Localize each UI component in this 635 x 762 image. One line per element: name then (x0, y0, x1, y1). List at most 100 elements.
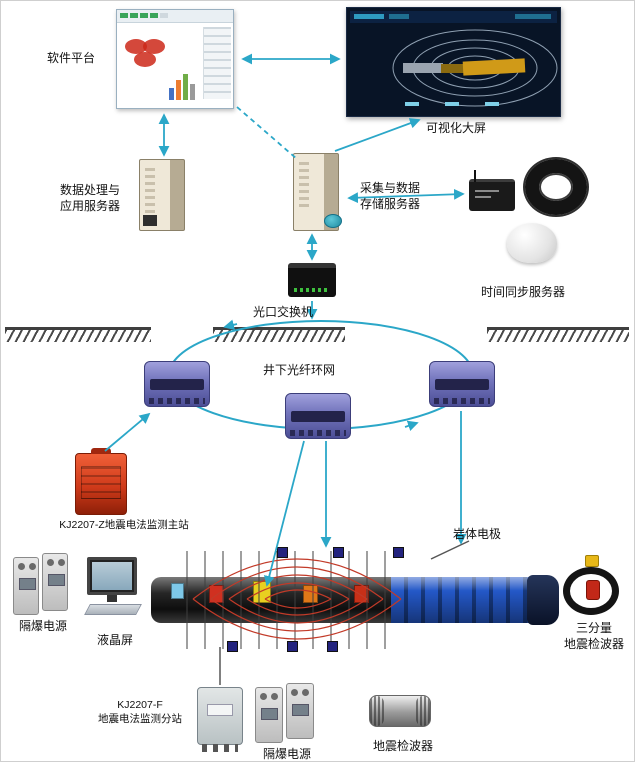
software-body (117, 23, 233, 108)
electrode-red-1 (209, 585, 224, 603)
power-box (13, 557, 39, 615)
storage-server-icon (293, 153, 342, 231)
antenna-icon (474, 170, 476, 182)
device-text-line (475, 196, 491, 198)
venn-circle (134, 52, 156, 67)
label-app-server-line2: 应用服务器 (59, 198, 120, 213)
surface-electrode-marker (327, 641, 338, 652)
ring-substation-left (144, 361, 210, 407)
label-geophone: 地震检波器 (372, 739, 433, 753)
label-power-bottom: 隔爆电源 (262, 747, 311, 761)
electrode-red-2 (354, 585, 369, 603)
toolbar-chip (140, 13, 148, 18)
geophone-cylinder (369, 695, 431, 727)
surface-electrode-marker (287, 641, 298, 652)
substation-ports (148, 398, 206, 404)
tunnel-blue-section (391, 577, 529, 623)
software-platform-window (116, 9, 234, 109)
toolbar-chip (130, 13, 138, 18)
substation-label-plate (206, 703, 234, 716)
label-master-station: KJ2207-Z地震电法监测主站 (59, 519, 189, 531)
substation-display-band (150, 378, 204, 391)
server-vents (299, 162, 309, 210)
gps-dome-antenna (507, 223, 557, 263)
electrode-yellow (253, 581, 271, 603)
substation-display-band (435, 378, 489, 391)
connector-icon (585, 555, 599, 567)
label-storage-server-line1: 采集与数据 (359, 181, 420, 195)
surface-electrode-marker (333, 547, 344, 558)
switch-ports (294, 288, 330, 292)
lcd-screen (87, 557, 137, 595)
optical-switch-device (288, 263, 336, 297)
database-disk-icon (324, 214, 342, 228)
field-substation-device (197, 687, 243, 752)
power-box (286, 683, 314, 739)
surface-electrode-marker (227, 641, 238, 652)
screen-graphics (347, 8, 560, 116)
toolbar-chip (160, 13, 168, 18)
flameproof-power-bottom (255, 683, 317, 745)
ground-surface-right (487, 327, 629, 342)
time-sync-device (469, 170, 515, 211)
label-field-substation-model: KJ2207-F (117, 699, 163, 711)
label-software-platform: 软件平台 (46, 51, 95, 65)
sensor-body (587, 581, 599, 599)
app-server-icon (139, 159, 185, 231)
label-big-screen: 可视化大屏 (425, 121, 486, 135)
lcd-monitor (84, 557, 142, 621)
ring-substation-right (429, 361, 495, 407)
venn-circle (125, 39, 147, 54)
surface-electrode-marker (277, 547, 288, 558)
geophone-end-cap (416, 696, 430, 726)
keyboard-icon (84, 604, 142, 615)
power-box (42, 553, 68, 611)
label-field-substation: KJ2207-F 地震电法监测分站 (85, 699, 195, 726)
label-field-substation-name: 地震电法监测分站 (98, 712, 182, 725)
label-app-server-line1: 数据处理与 (59, 183, 120, 197)
substation-terminals (202, 744, 238, 752)
label-rock-electrode: 岩体电极 (452, 527, 501, 541)
label-three-component-line2: 地震检波器 (563, 636, 624, 651)
toolbar-chip (120, 13, 128, 18)
chart-bar (190, 84, 195, 100)
label-switch: 光口交换机 (252, 305, 313, 319)
master-station-device (75, 448, 127, 515)
geophone-end-cap (370, 696, 384, 726)
label-storage-server: 采集与数据 存储服务器 (345, 181, 435, 212)
visualization-screen (346, 7, 561, 117)
label-fiber-ring: 井下光纤环网 (262, 363, 335, 377)
ground-surface-middle (213, 327, 345, 342)
label-three-component: 三分量 地震检波器 (557, 621, 631, 652)
three-component-geophone (561, 555, 625, 621)
chart-bar (169, 88, 174, 100)
label-time-sync: 时间同步服务器 (480, 285, 565, 299)
substation-ports (433, 398, 491, 404)
surface-electrode-marker (393, 547, 404, 558)
toolbar-chip (150, 13, 158, 18)
electrode-orange (303, 585, 318, 603)
server-drive-bay (143, 215, 157, 226)
substation-ports (289, 430, 347, 436)
label-three-component-line1: 三分量 (575, 621, 612, 635)
label-lcd: 液晶屏 (96, 633, 133, 647)
master-station-panel (81, 466, 121, 499)
borehole-tunnel (149, 547, 561, 653)
label-app-server: 数据处理与 应用服务器 (45, 183, 135, 214)
venn-circle (143, 39, 165, 54)
ring-substation-center (285, 393, 351, 439)
server-vents (145, 168, 155, 216)
software-side-panel (203, 27, 231, 99)
flameproof-power-left (13, 553, 71, 617)
power-box (255, 687, 283, 743)
tunnel-end-cap (527, 575, 559, 625)
ground-surface-left (5, 327, 151, 342)
device-text-line (475, 190, 499, 192)
substation-display-band (291, 410, 345, 423)
lcd-stand (107, 595, 117, 602)
chart-bar (176, 80, 181, 100)
cable-coil-icon (525, 159, 587, 215)
chart-bar (183, 74, 188, 100)
master-station-handle (91, 448, 111, 454)
